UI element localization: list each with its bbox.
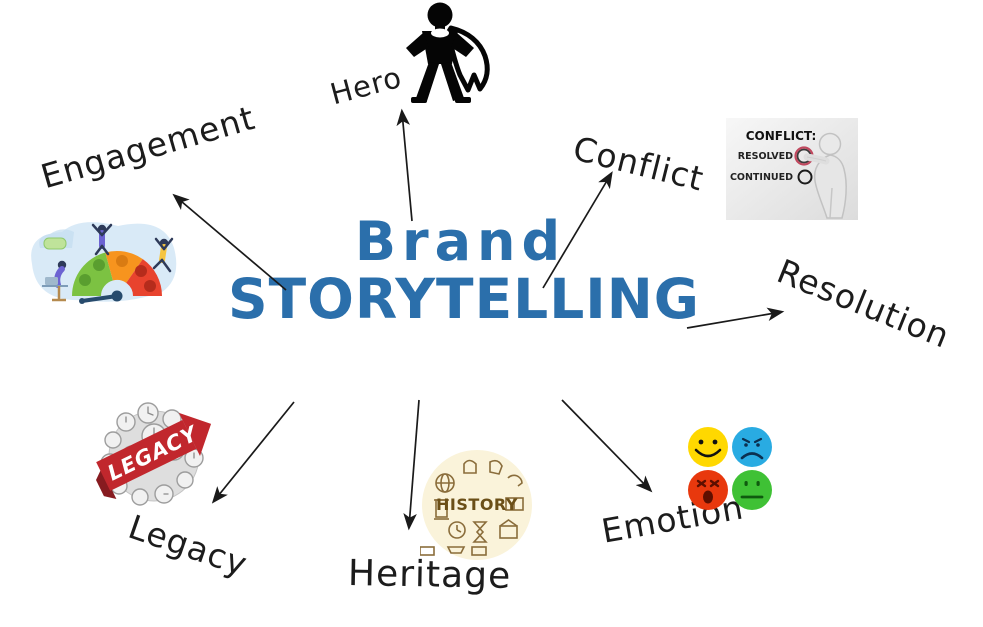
label-legacy: Legacy (123, 507, 253, 584)
conflict-illustration: CONFLICT: RESOLVED CONTINUED (726, 118, 858, 220)
page-title: Brand STORYTELLING (228, 210, 700, 331)
label-resolution: Resolution (771, 251, 956, 356)
label-engagement: Engagement (36, 97, 260, 197)
title-line-brand: Brand (354, 210, 567, 273)
engagement-illustration (22, 208, 184, 310)
history-badge: HISTORY (436, 495, 518, 514)
neutral-face-icon (732, 470, 772, 510)
arrow-to-heritage (403, 399, 420, 531)
arrow-to-emotion (561, 399, 653, 493)
arrow-to-resolution (686, 307, 785, 329)
arrow-to-hero (396, 108, 413, 222)
conflict-option-resolved: RESOLVED (738, 151, 793, 162)
title-line-storytelling: STORYTELLING (228, 266, 700, 331)
conflict-card-title: CONFLICT: (746, 129, 817, 143)
emotion-faces-illustration (684, 426, 776, 512)
sad-face-icon (732, 427, 772, 467)
conflict-figure (813, 154, 847, 219)
legacy-illustration: LEGACY (92, 400, 227, 518)
happy-face-icon (688, 427, 728, 467)
hero-icon (393, 2, 498, 114)
label-conflict: Conflict (569, 128, 708, 199)
heritage-illustration: HISTORY (420, 448, 535, 563)
conflict-option-continued: CONTINUED (730, 172, 793, 183)
angry-face-icon (688, 470, 728, 510)
